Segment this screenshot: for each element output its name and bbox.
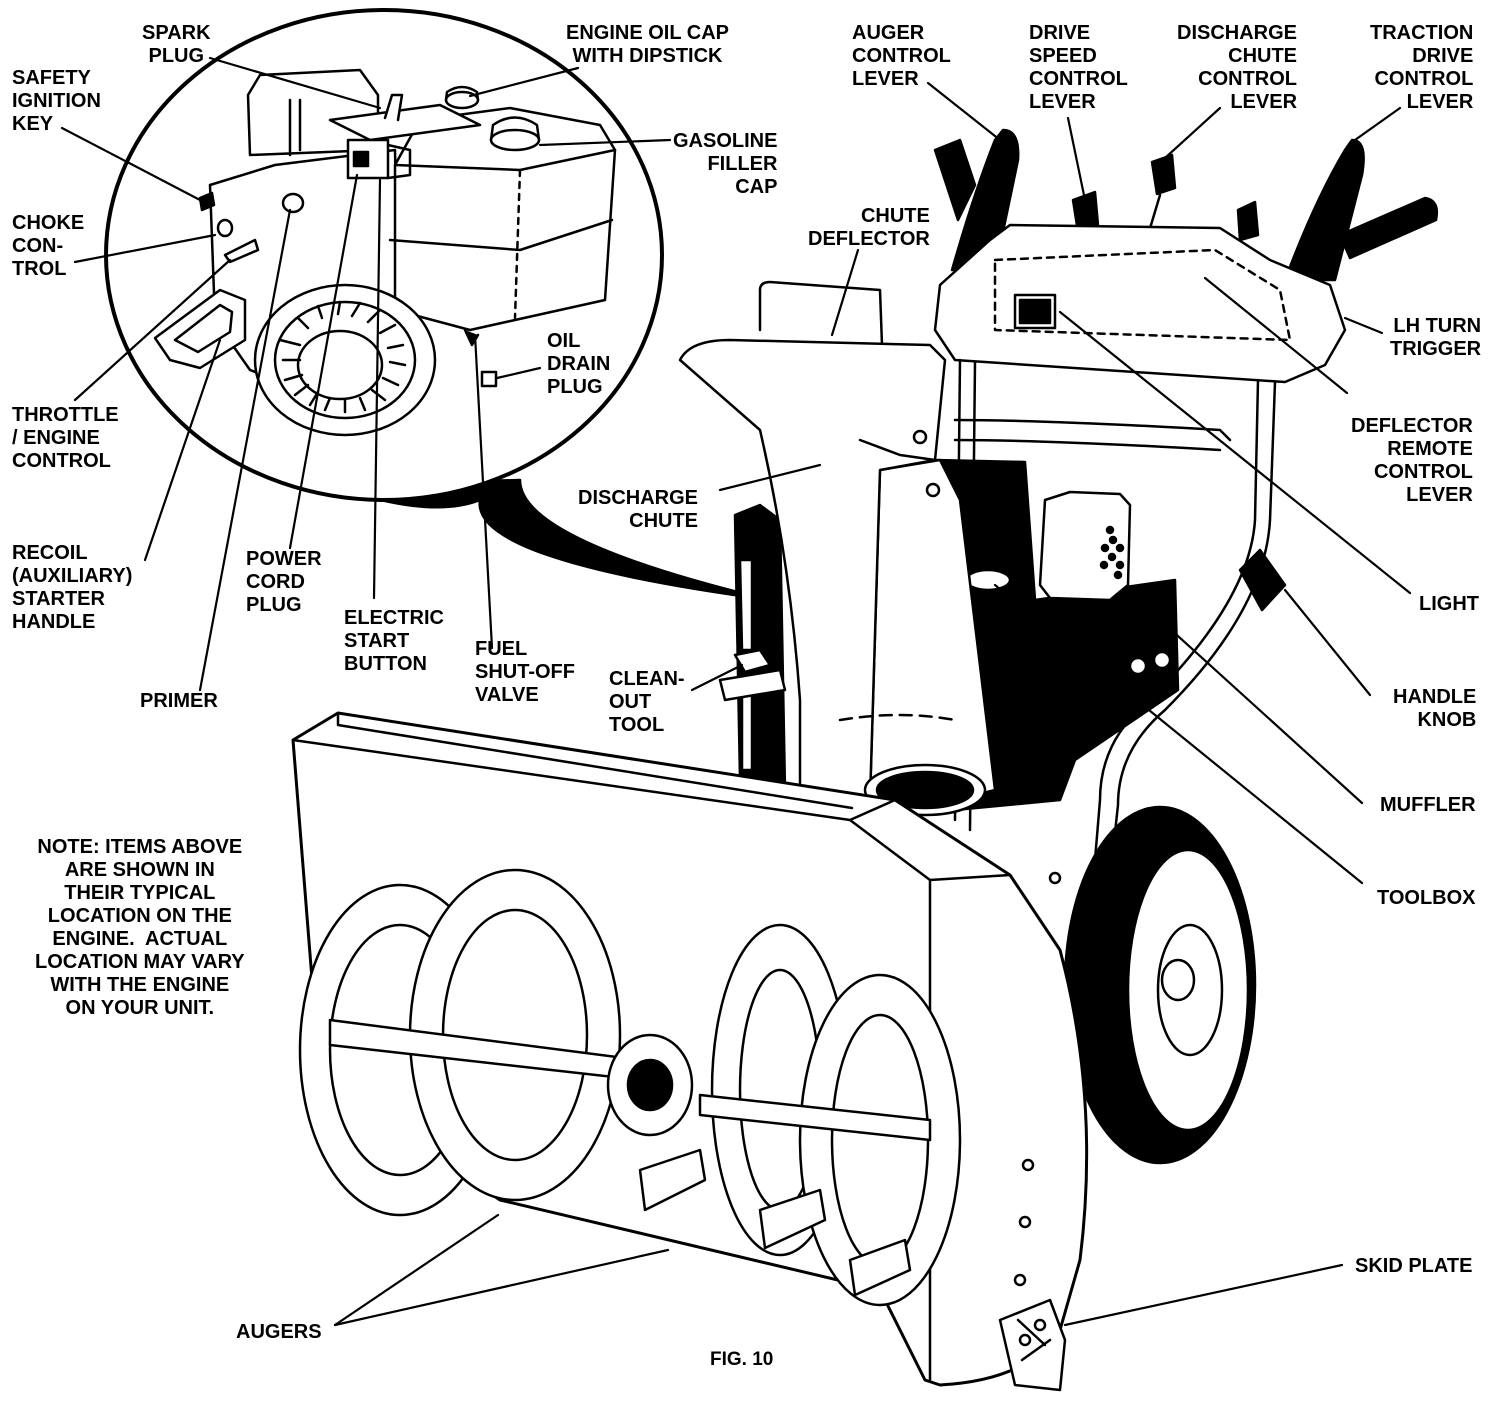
inset-pointer [328, 478, 772, 602]
label-oil-drain-plug: OIL DRAIN PLUG [547, 330, 611, 398]
label-drive-speed-control-lever: DRIVE SPEED CONTROL LEVER [1029, 22, 1128, 113]
label-safety-ignition-key: SAFETY IGNITION KEY [12, 67, 101, 135]
engine-location-note: NOTE: ITEMS ABOVE ARE SHOWN IN THEIR TYP… [35, 836, 245, 1019]
discharge-chute [678, 338, 997, 817]
label-engine-oil-cap: ENGINE OIL CAP WITH DIPSTICK [566, 22, 729, 67]
label-electric-start-button: ELECTRIC START BUTTON [344, 607, 444, 675]
figure-caption: FIG. 10 [710, 1349, 774, 1370]
label-recoil-starter-handle: RECOIL (AUXILIARY) STARTER HANDLE [12, 542, 133, 633]
label-muffler: MUFFLER [1380, 794, 1476, 816]
label-chute-deflector: CHUTE DEFLECTOR [808, 205, 930, 250]
label-handle-knob: HANDLE KNOB [1393, 686, 1477, 731]
label-traction-drive-control-lever: TRACTION DRIVE CONTROL LEVER [1370, 22, 1474, 113]
leader-lines [60, 56, 1412, 1327]
wheel [1063, 805, 1257, 1165]
label-spark-plug: SPARK PLUG [142, 22, 211, 67]
label-choke-control: CHOKE CON- TROL [12, 212, 85, 280]
label-primer: PRIMER [140, 690, 218, 712]
label-throttle-engine-control: THROTTLE / ENGINE CONTROL [12, 404, 119, 472]
label-toolbox: TOOLBOX [1377, 887, 1476, 909]
handle-assembly [718, 128, 1439, 862]
label-power-cord-plug: POWER CORD PLUG [246, 548, 322, 616]
label-auger-control-lever: AUGER CONTROL LEVER [852, 22, 951, 90]
augers [298, 868, 962, 1307]
label-fuel-shutoff-valve: FUEL SHUT-OFF VALVE [475, 638, 575, 706]
label-augers: AUGERS [236, 1321, 322, 1343]
label-gasoline-filler-cap: GASOLINE FILLER CAP [673, 130, 778, 198]
label-deflector-remote-control-lever: DEFLECTOR REMOTE CONTROL LEVER [1351, 415, 1473, 506]
label-light: LIGHT [1419, 593, 1479, 615]
label-discharge-chute: DISCHARGE CHUTE [578, 487, 699, 532]
label-lh-turn-trigger: LH TURN TRIGGER [1390, 315, 1482, 360]
label-discharge-chute-control-lever: DISCHARGE CHUTE CONTROL LEVER [1177, 22, 1298, 113]
label-clean-out-tool: CLEAN- OUT TOOL [609, 668, 685, 736]
label-skid-plate: SKID PLATE [1355, 1255, 1473, 1277]
